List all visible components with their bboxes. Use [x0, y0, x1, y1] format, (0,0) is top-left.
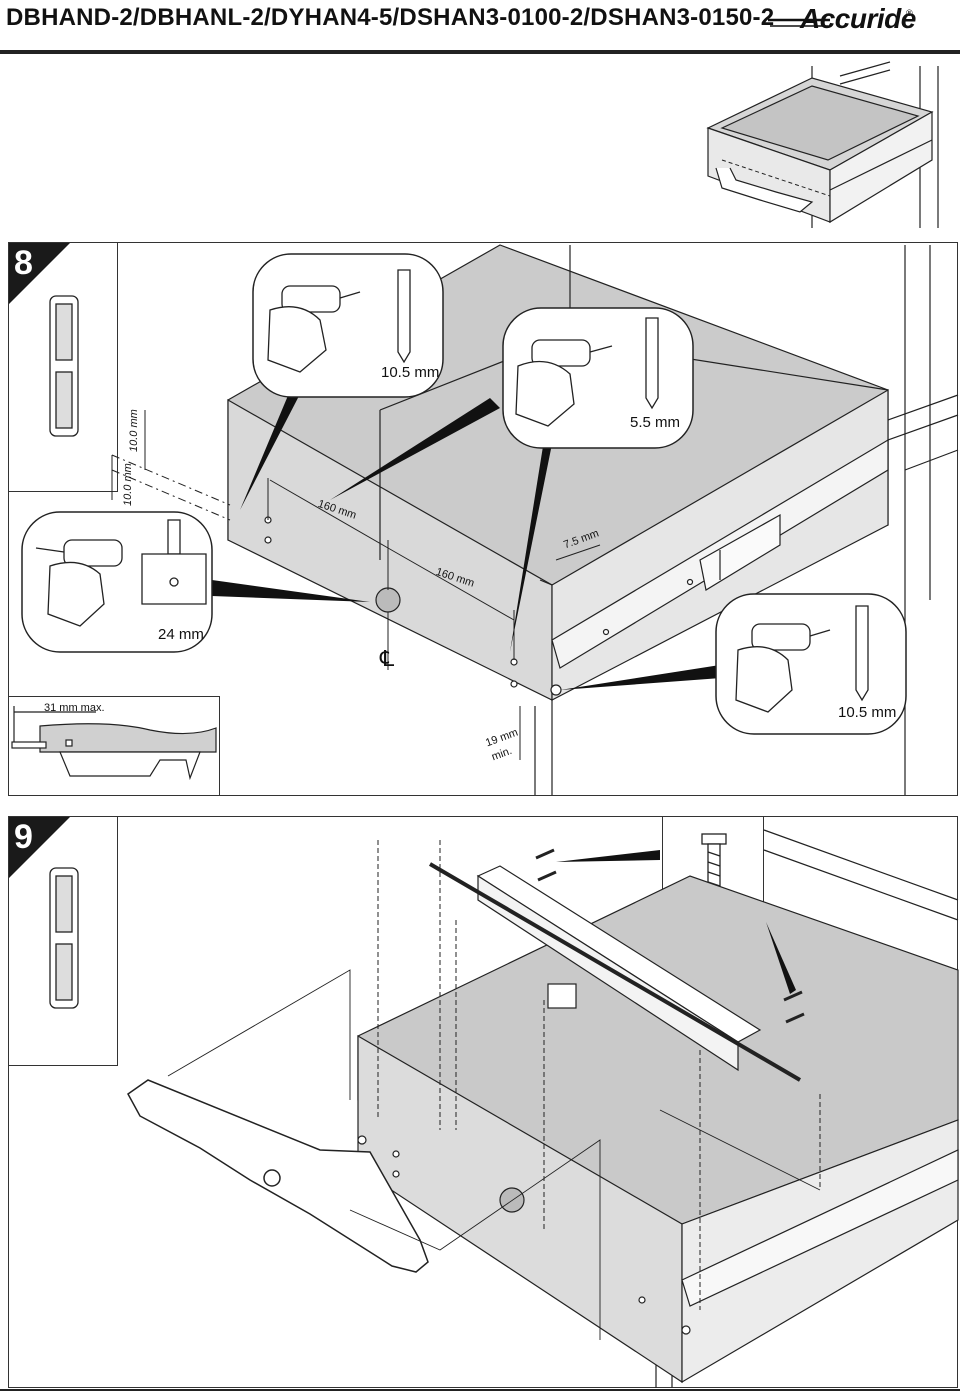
drill-size-top-label: 10.5 mm — [381, 364, 440, 381]
header-divider — [0, 50, 960, 54]
drill-size-mid-label: 5.5 mm — [630, 414, 681, 431]
step8-inset-section-frame — [8, 696, 220, 796]
dim-31-max: 31 mm max. — [44, 702, 105, 714]
step9-number: 9 — [14, 818, 33, 856]
step8-number: 8 — [14, 244, 33, 282]
step8-frame — [8, 242, 958, 796]
registered-mark: ® — [906, 8, 913, 18]
accuride-logo-swoosh — [768, 18, 830, 27]
hole-saw-size-label: 24 mm — [158, 626, 204, 643]
document-title: DBHAND-2/DBHANL-2/DYHAN4-5/DSHAN3-0100-2… — [6, 4, 775, 31]
centerline-symbol: ℄ — [380, 646, 395, 671]
brand-name: Accuride — [800, 3, 916, 34]
drawer-overview-illustration — [706, 61, 939, 228]
drill-size-right-label: 10.5 mm — [838, 704, 897, 721]
footer-divider — [0, 1389, 960, 1391]
step8-inset-handle-frame — [8, 242, 118, 492]
step9-inset-handle-frame — [8, 816, 118, 1066]
